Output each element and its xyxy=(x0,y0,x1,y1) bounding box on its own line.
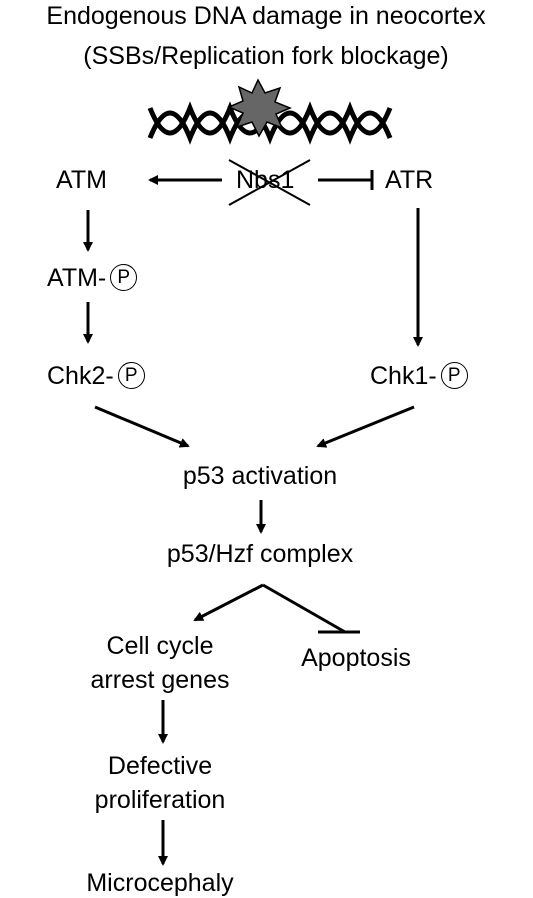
node-cell-cycle-line2: arrest genes xyxy=(90,666,230,694)
chk1-p-label: Chk1- xyxy=(370,362,437,390)
arrow-chk1-to-p53 xyxy=(316,405,415,448)
node-apoptosis: Apoptosis xyxy=(301,644,411,672)
node-atr: ATR xyxy=(385,166,434,194)
arrow-chk2-to-p53 xyxy=(94,405,190,448)
phospho-circle-icon: P xyxy=(440,361,468,389)
node-chk2-p: Chk2-P xyxy=(47,361,145,391)
node-chk1-p: Chk1-P xyxy=(370,361,468,391)
damage-starburst-icon xyxy=(227,78,292,138)
node-defective-line1: Defective xyxy=(107,752,213,780)
node-p53-hzf-complex: p53/Hzf complex xyxy=(166,540,354,568)
node-cell-cycle-line1: Cell cycle xyxy=(106,632,214,660)
phospho-circle-icon: P xyxy=(110,263,138,291)
chk2-p-label: Chk2- xyxy=(47,362,114,390)
node-atm-p: ATM-P xyxy=(47,263,138,293)
title-line-1: Endogenous DNA damage in neocortex xyxy=(46,2,486,30)
arrow-hzf-to-cellcycle xyxy=(193,583,264,622)
inhibit-hzf-to-apoptosis xyxy=(262,583,346,634)
node-defective-line2: proliferation xyxy=(94,786,226,814)
nbs1-cross-line-2 xyxy=(228,159,311,206)
node-microcephaly: Microcephaly xyxy=(86,869,234,897)
node-nbs1: Nbs1 xyxy=(236,166,295,194)
title-line-2: (SSBs/Replication fork blockage) xyxy=(83,42,449,70)
node-atm: ATM xyxy=(56,166,107,194)
atm-p-label: ATM- xyxy=(47,264,107,292)
phospho-circle-icon: P xyxy=(117,361,145,389)
node-p53-activation: p53 activation xyxy=(182,462,338,490)
